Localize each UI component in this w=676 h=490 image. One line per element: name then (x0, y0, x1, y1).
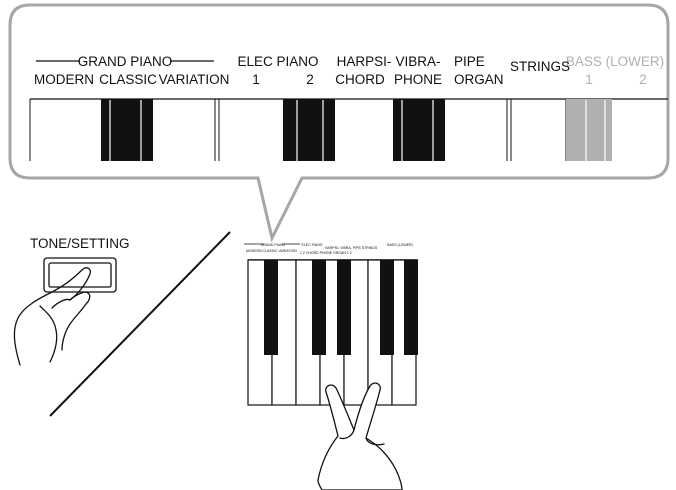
callout-gray-key-bass-1 (566, 99, 612, 161)
bass-lower-group-label: BASS (LOWER) (566, 54, 664, 69)
tone-setting-label: TONE/SETTING (30, 236, 130, 251)
mini-black-keys (264, 260, 418, 355)
tone-label-organ: ORGAN (454, 72, 504, 87)
tone-label-classic: CLASSIC (99, 72, 157, 87)
tone-label-bass-2: 2 (639, 72, 647, 87)
mini-label-grand-piano: GRAND PIANO (261, 243, 286, 247)
mini-keyboard-labels: GRAND PIANO ELEC PIANO BASS (LOWER) MODE… (244, 243, 413, 255)
tone-label-pipe: PIPE (454, 54, 485, 69)
tone-label-bass-1: 1 (585, 72, 593, 87)
mini-label-row-a: MODERN CLASSIC VARIATION (246, 249, 297, 253)
callout-black-key-vibraphone (393, 99, 445, 161)
tone-label-strings: STRINGS (510, 59, 570, 74)
callout-keyboard (29, 98, 668, 161)
tone-label-variation: VARIATION (159, 72, 230, 87)
diagonal-divider (49, 231, 231, 417)
tone-label-vibra: VIBRA- (395, 54, 440, 69)
callout-bubble (8, 3, 670, 243)
mini-keyboard (247, 259, 418, 406)
tone-setting-button[interactable] (43, 257, 117, 293)
mini-label-elec-piano: ELEC PIANO (301, 243, 322, 247)
tone-label-phone: PHONE (394, 72, 442, 87)
tone-label-elec-piano-2: 2 (306, 72, 314, 87)
mini-label-row-c: HARPSI- VIBRA- PIPE STRINGS (325, 246, 378, 250)
callout-black-key-elec-piano-2 (283, 99, 335, 161)
mini-label-bass-lower: BASS (LOWER) (387, 243, 412, 247)
hand-two-fingers-icon (317, 382, 403, 490)
callout-black-key-classic (101, 99, 153, 161)
tone-label-elec-piano-1: 1 (252, 72, 260, 87)
callout-black-key-highlights (109, 100, 606, 161)
tone-label-chord: CHORD (335, 72, 385, 87)
mini-label-row-d: 1 2 CHORD PHONE ORGAN 1 2 (300, 251, 352, 255)
tone-label-modern: MODERN (34, 72, 94, 87)
grand-piano-group-label: GRAND PIANO (78, 54, 173, 69)
tone-label-harpsi: HARPSI- (337, 54, 392, 69)
tone-label-elec-piano: ELEC PIANO (237, 54, 318, 69)
hand-pressing-icon (13, 267, 92, 366)
